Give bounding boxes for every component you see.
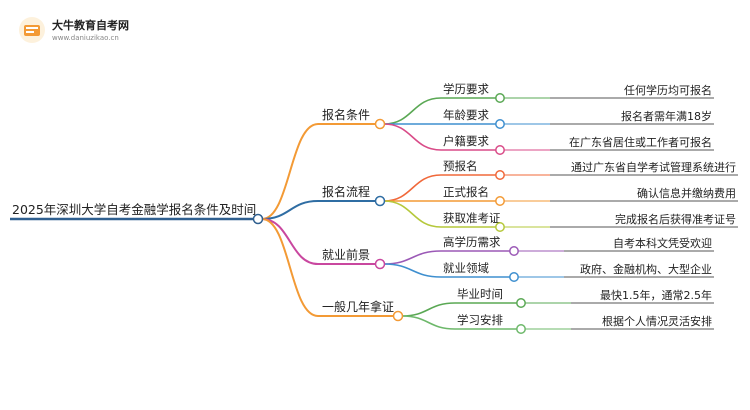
- root-label: 2025年深圳大学自考金融学报名条件及时间: [12, 202, 256, 217]
- detail-label: 通过广东省自学考试管理系统进行: [571, 160, 736, 174]
- node-layer: 2025年深圳大学自考金融学报名条件及时间 报名条件 学历要求 任何学历均可报名年龄要…: [12, 82, 736, 334]
- branch-node-circle[interactable]: [374, 118, 386, 130]
- detail-label: 任何学历均可报名: [624, 83, 712, 97]
- detail-label: 自考本科文凭受欢迎: [613, 236, 712, 250]
- child-node-circle[interactable]: [495, 145, 505, 155]
- connector-branch-child: [383, 97, 442, 125]
- branch-node-circle[interactable]: [392, 310, 404, 322]
- child-node-circle[interactable]: [509, 272, 519, 282]
- detail-label: 最快1.5年，通常2.5年: [600, 288, 712, 302]
- branch-node-circle[interactable]: [374, 258, 386, 270]
- detail-label: 政府、金融机构、大型企业: [580, 262, 712, 276]
- child-node-circle[interactable]: [495, 93, 505, 103]
- child-node-circle[interactable]: [495, 222, 505, 232]
- detail-label: 确认信息并缴纳费用: [637, 186, 736, 200]
- connector-branch-child: [383, 123, 442, 151]
- connector-root-branch: [261, 218, 319, 317]
- branch-label: 报名条件: [322, 107, 370, 122]
- book-icon: [19, 17, 45, 43]
- connector-root-branch: [261, 200, 319, 220]
- child-label: 年龄要求: [443, 108, 489, 122]
- detail-label: 在广东省居住或工作者可报名: [569, 135, 712, 149]
- logo-title: 大牛教育自考网: [52, 19, 129, 32]
- child-label: 毕业时间: [457, 287, 503, 301]
- child-node-circle[interactable]: [495, 170, 505, 180]
- child-label: 户籍要求: [443, 134, 489, 148]
- child-label: 正式报名: [443, 185, 489, 199]
- child-node-circle[interactable]: [516, 324, 526, 334]
- branch-label: 一般几年拿证: [322, 299, 394, 314]
- child-node-circle[interactable]: [495, 119, 505, 129]
- child-node-circle[interactable]: [495, 196, 505, 206]
- connector-layer: [10, 97, 738, 330]
- child-label: 预报名: [443, 159, 478, 173]
- child-node-circle[interactable]: [516, 298, 526, 308]
- connector-branch-child: [383, 250, 442, 265]
- logo-subtitle: www.daniuzikao.cn: [52, 34, 119, 42]
- detail-label: 报名者需年满18岁: [621, 109, 712, 123]
- connector-root-branch: [261, 123, 319, 220]
- child-label: 学习安排: [457, 313, 503, 327]
- connector-branch-child: [401, 302, 456, 317]
- branch-node-circle[interactable]: [374, 195, 386, 207]
- connector-branch-child: [401, 315, 456, 330]
- connector-root-branch: [261, 218, 319, 265]
- root-node-circle[interactable]: [252, 213, 264, 225]
- detail-label: 完成报名后获得准考证号: [615, 212, 736, 226]
- child-node-circle[interactable]: [509, 246, 519, 256]
- detail-label: 根据个人情况灵活安排: [602, 314, 712, 328]
- connector-branch-child: [383, 263, 442, 278]
- child-label: 学历要求: [443, 82, 489, 96]
- child-label: 获取准考证: [443, 211, 501, 225]
- child-label: 高学历需求: [443, 235, 501, 249]
- branch-label: 报名流程: [322, 184, 370, 199]
- connector-branch-child: [383, 200, 442, 228]
- connector-branch-child: [383, 174, 442, 202]
- child-label: 就业领域: [443, 261, 489, 275]
- branch-label: 就业前景: [322, 247, 370, 262]
